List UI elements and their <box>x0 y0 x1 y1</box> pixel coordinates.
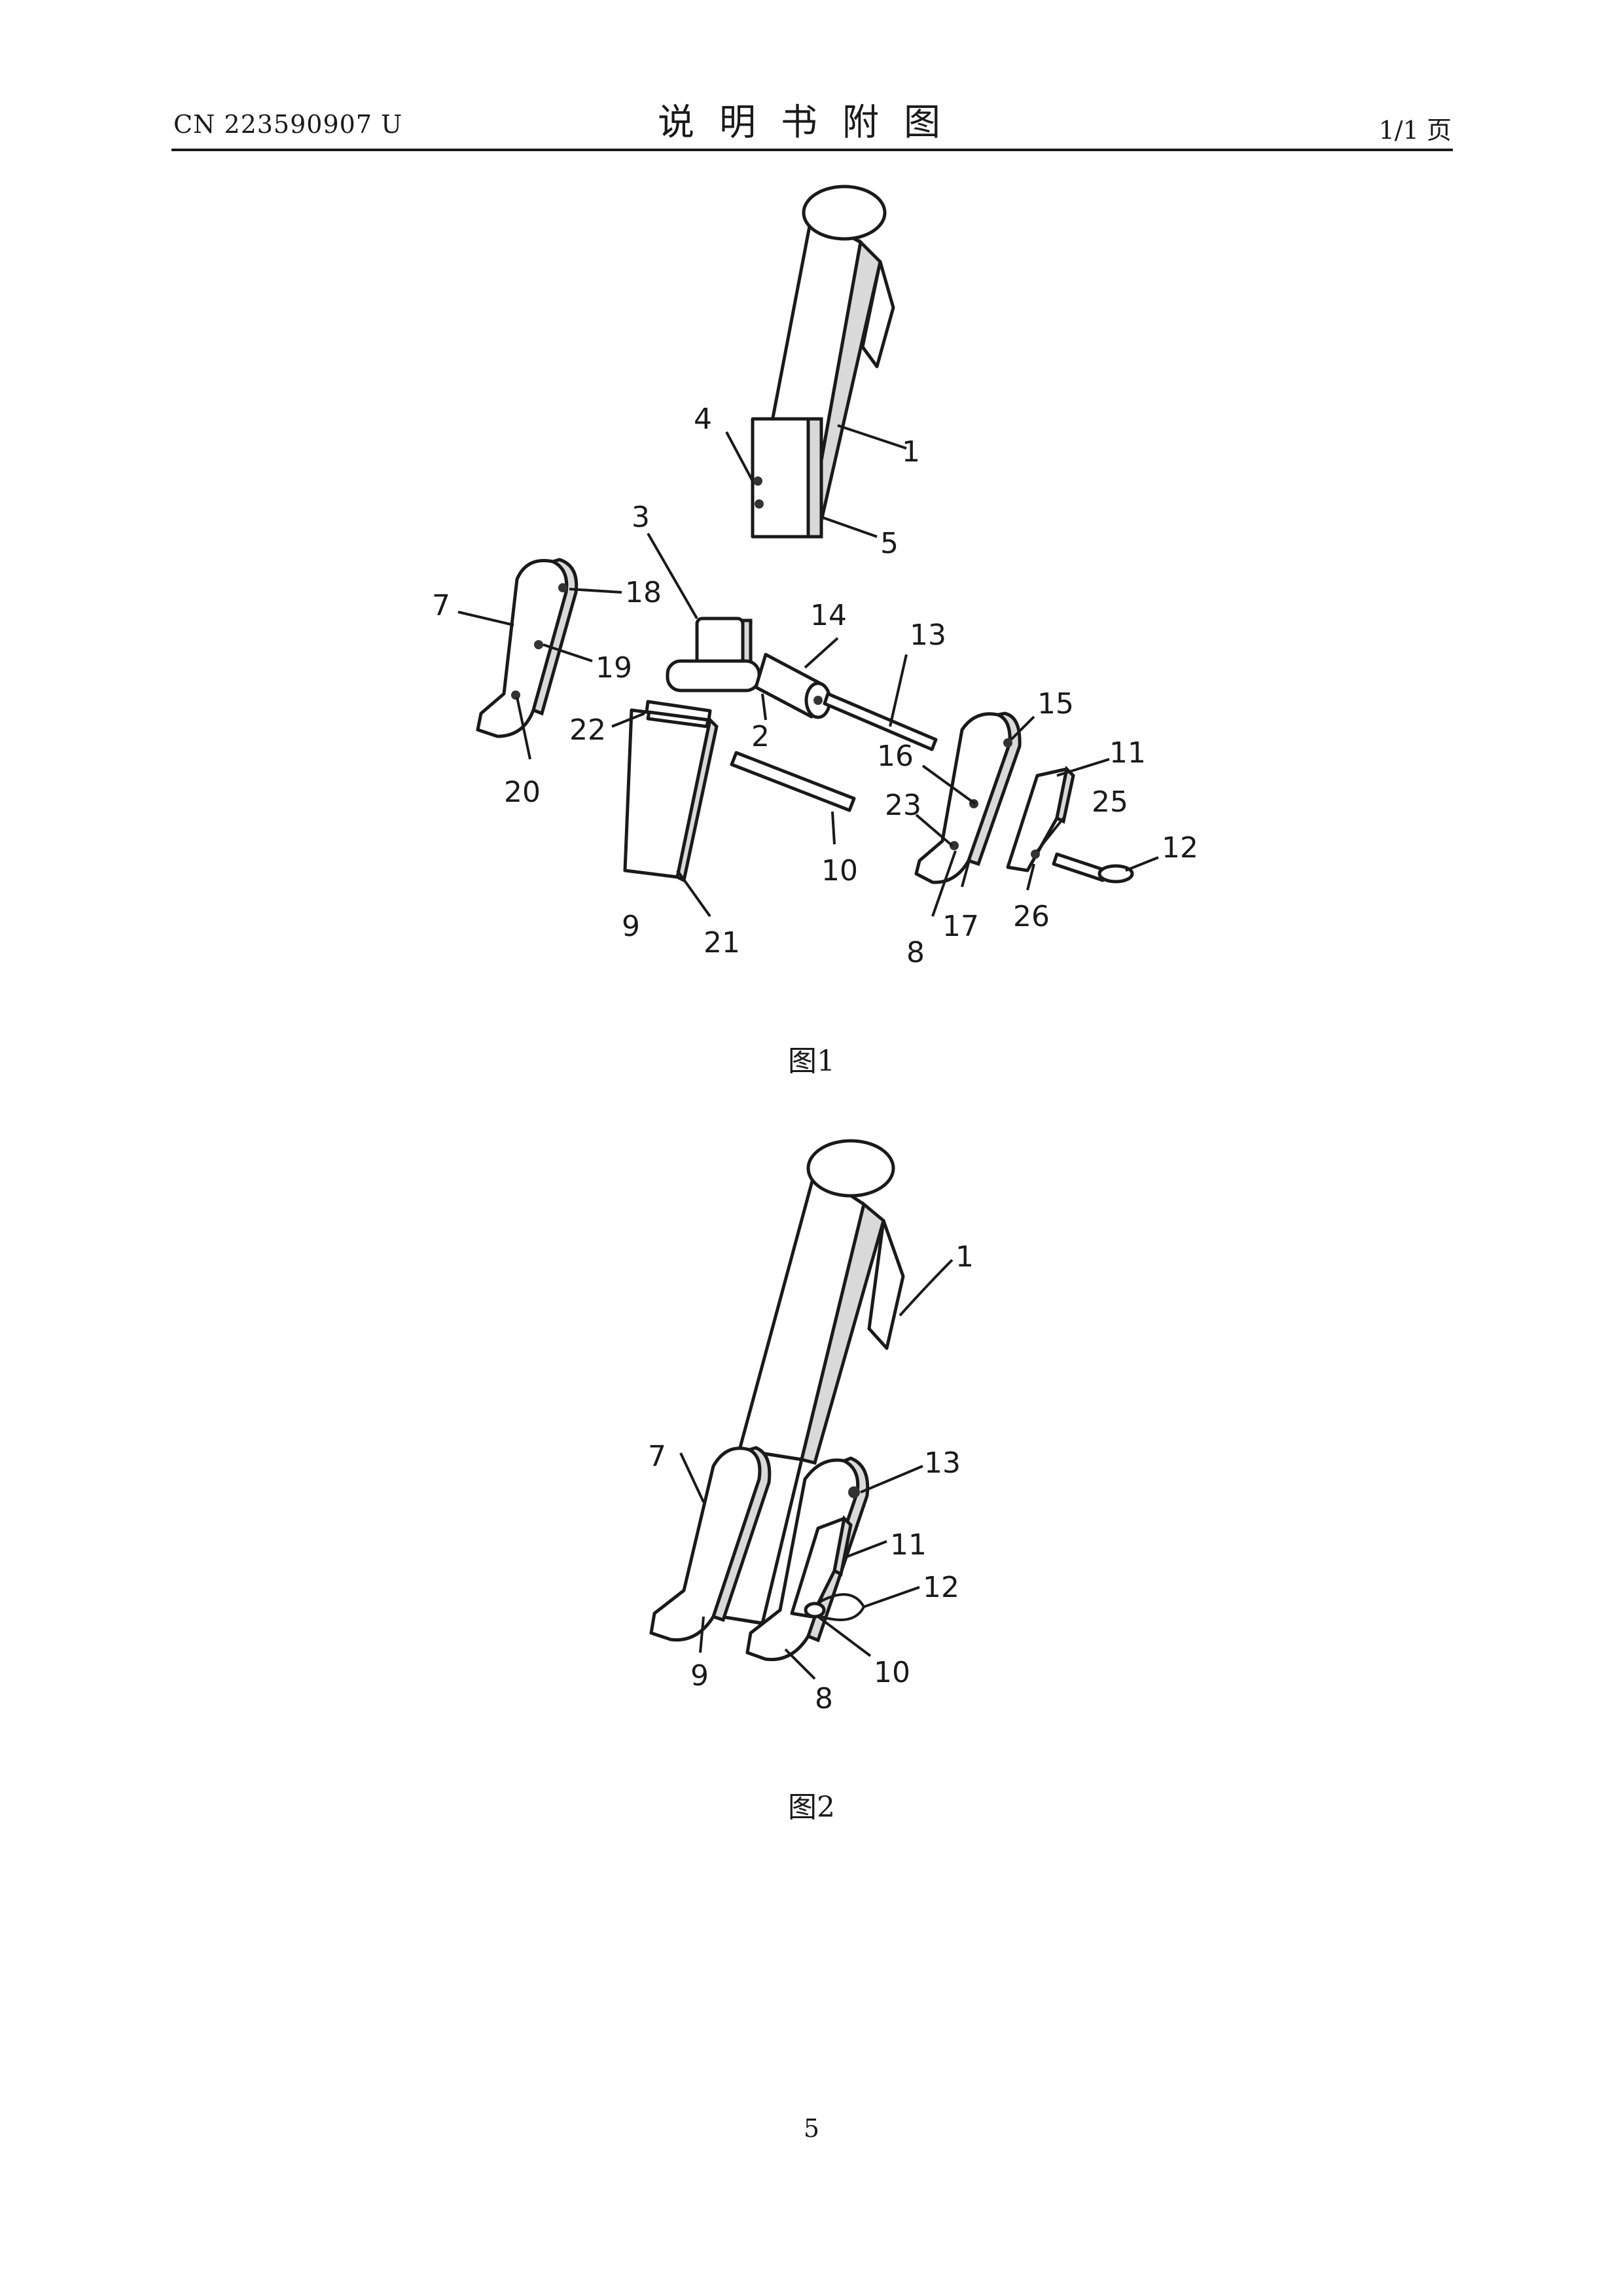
fig2-part-1-tube <box>740 1141 903 1463</box>
fig2-label-8: 8 <box>815 1682 833 1715</box>
fig1-label-22: 22 <box>569 713 606 747</box>
fig2-label-10: 10 <box>874 1656 910 1689</box>
fig1-label-19: 19 <box>596 651 632 685</box>
fig1-label-1: 1 <box>902 435 920 469</box>
part-3-clip <box>668 619 759 691</box>
fig1-label-20: 20 <box>504 776 541 809</box>
part-7-left-plate <box>478 560 577 736</box>
fig1-label-7: 7 <box>432 589 450 622</box>
fig1-label-4: 4 <box>694 403 712 436</box>
fig1-label-3: 3 <box>632 501 650 534</box>
fig1-label-26: 26 <box>1013 900 1050 933</box>
fig1-label-25: 25 <box>1092 785 1128 819</box>
fig1-label-10: 10 <box>821 854 858 888</box>
fig1-label-16: 16 <box>877 740 914 773</box>
figure-2-drawing: 1 7 8 9 10 11 12 13 <box>648 1141 974 1715</box>
part-12-quick-pin <box>1054 854 1132 882</box>
fig1-label-18: 18 <box>625 576 662 609</box>
part-10-rod <box>732 753 854 810</box>
fig2-label-11: 11 <box>890 1528 927 1562</box>
part-14-sleeve <box>756 655 830 717</box>
fig2-label-1: 1 <box>955 1240 974 1274</box>
fig1-label-5: 5 <box>880 527 899 560</box>
figure-1-drawing: 1 2 3 4 5 7 8 9 10 11 12 13 14 15 16 17 … <box>432 187 1198 969</box>
fig1-label-11: 11 <box>1109 736 1146 770</box>
figure-1-caption: 图1 <box>0 1037 1623 1079</box>
fig2-label-7: 7 <box>648 1440 666 1473</box>
fig1-label-8: 8 <box>906 936 925 969</box>
part-9-block <box>625 702 717 880</box>
fig2-label-13: 13 <box>924 1446 961 1480</box>
part-1-tube <box>753 187 893 537</box>
fig2-label-9: 9 <box>690 1659 709 1693</box>
fig1-label-14: 14 <box>810 599 847 632</box>
fig1-label-15: 15 <box>1037 687 1074 721</box>
fig1-label-21: 21 <box>704 926 740 960</box>
fig1-label-17: 17 <box>942 910 979 943</box>
fig1-label-13: 13 <box>910 619 946 652</box>
figure-2-caption: 图2 <box>0 1784 1623 1825</box>
fig1-label-12: 12 <box>1162 831 1198 865</box>
fig1-label-23: 23 <box>885 789 921 822</box>
page-number: 5 <box>0 2114 1623 2143</box>
fig1-label-9: 9 <box>622 910 640 943</box>
fig1-label-2: 2 <box>751 720 770 753</box>
fig2-label-12: 12 <box>923 1571 959 1604</box>
